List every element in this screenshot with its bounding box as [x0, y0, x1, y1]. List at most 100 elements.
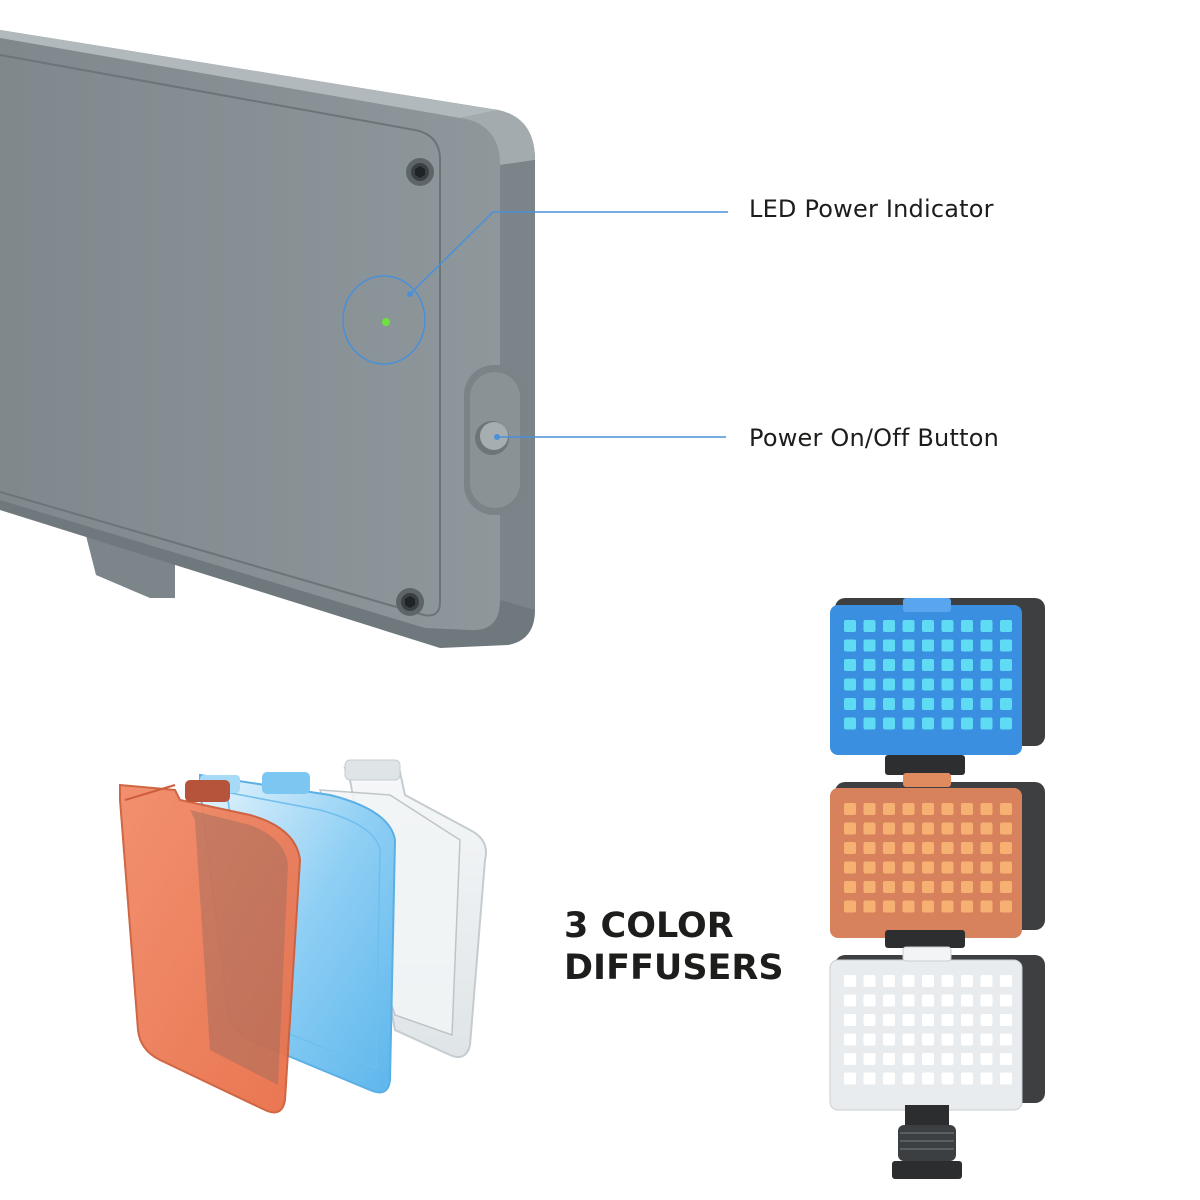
led-cell	[980, 822, 993, 835]
led-cell	[902, 698, 915, 710]
led-cell	[883, 1014, 895, 1026]
led-cell	[941, 881, 954, 893]
led-cell	[922, 698, 934, 710]
led-cell	[980, 803, 993, 815]
led-cell	[844, 1053, 856, 1065]
led-cell	[1000, 861, 1012, 874]
led-cell	[863, 842, 876, 854]
led-cell	[902, 717, 915, 730]
led-cell	[961, 1053, 973, 1065]
led-cell	[1000, 822, 1012, 835]
led-cell	[883, 822, 895, 835]
led-cell	[980, 1072, 993, 1085]
led-cell	[941, 639, 954, 652]
led-cell	[922, 678, 934, 691]
led-cell	[1000, 881, 1012, 893]
led-cell	[1000, 900, 1012, 913]
led-cell	[883, 678, 895, 691]
led-cell	[922, 639, 934, 652]
led-cell	[941, 1072, 954, 1085]
light-orange-diffuser	[830, 773, 1045, 948]
led-cell	[941, 698, 954, 710]
led-cell	[1000, 698, 1012, 710]
led-cell	[961, 620, 973, 632]
led-cell	[980, 975, 993, 987]
led-cell	[902, 1072, 915, 1085]
led-cell	[961, 678, 973, 691]
led-cell	[863, 861, 876, 874]
led-cell	[902, 803, 915, 815]
led-cell	[941, 822, 954, 835]
led-cell	[1000, 842, 1012, 854]
light-blue-diffuser	[830, 598, 1045, 775]
led-highlight-circle	[342, 275, 426, 365]
led-cell	[844, 975, 856, 987]
screw-icon	[396, 588, 424, 616]
orange-diffuser	[119, 780, 302, 1114]
screw-icon	[406, 158, 434, 186]
led-cell	[941, 1014, 954, 1026]
led-cell	[922, 975, 934, 987]
led-cell	[1000, 678, 1012, 691]
led-cell	[961, 994, 973, 1007]
led-cell	[941, 1053, 954, 1065]
led-cell	[883, 620, 895, 632]
led-cell	[844, 639, 856, 652]
led-cell	[902, 994, 915, 1007]
led-cell	[863, 678, 876, 691]
led-cell	[902, 975, 915, 987]
led-cell	[922, 659, 934, 671]
led-cell	[883, 639, 895, 652]
led-cell	[922, 1033, 934, 1046]
led-cell	[844, 1033, 856, 1046]
led-cell	[961, 842, 973, 854]
led-cell	[961, 1033, 973, 1046]
led-cell	[922, 1053, 934, 1065]
led-cell	[902, 1033, 915, 1046]
led-cell	[883, 803, 895, 815]
led-cell	[863, 1014, 876, 1026]
led-cell	[1000, 620, 1012, 632]
led-cell	[863, 698, 876, 710]
led-grid-white	[844, 975, 1012, 1085]
led-cell	[980, 881, 993, 893]
led-cell	[961, 659, 973, 671]
led-cell	[1000, 975, 1012, 987]
led-cell	[941, 678, 954, 691]
led-cell	[902, 659, 915, 671]
led-cell	[922, 822, 934, 835]
led-cell	[844, 717, 856, 730]
led-cell	[980, 842, 993, 854]
led-cell	[980, 659, 993, 671]
led-cell	[961, 717, 973, 730]
cold-shoe-mount	[892, 1105, 962, 1179]
led-cell	[863, 900, 876, 913]
led-cell	[883, 1072, 895, 1085]
led-cell	[961, 881, 973, 893]
led-cell	[961, 639, 973, 652]
led-cell	[980, 1033, 993, 1046]
led-cell	[1000, 1033, 1012, 1046]
body-front-face	[0, 38, 500, 631]
light-clear-diffuser	[829, 946, 1045, 1179]
led-cell	[844, 678, 856, 691]
led-cell	[863, 975, 876, 987]
led-cell	[980, 698, 993, 710]
led-cell	[844, 842, 856, 854]
led-cell	[922, 1072, 934, 1085]
led-cell	[941, 994, 954, 1007]
led-cell	[980, 678, 993, 691]
led-cell	[863, 639, 876, 652]
callout-lines	[407, 211, 728, 440]
power-button-icon	[464, 365, 526, 515]
led-cell	[863, 659, 876, 671]
led-cell	[883, 698, 895, 710]
led-cell	[941, 717, 954, 730]
led-cell	[883, 1033, 895, 1046]
led-cell	[922, 881, 934, 893]
led-cell	[941, 1033, 954, 1046]
led-indicator-label: LED Power Indicator	[749, 195, 994, 223]
led-cell	[1000, 1053, 1012, 1065]
led-cell	[961, 861, 973, 874]
led-cell	[844, 900, 856, 913]
